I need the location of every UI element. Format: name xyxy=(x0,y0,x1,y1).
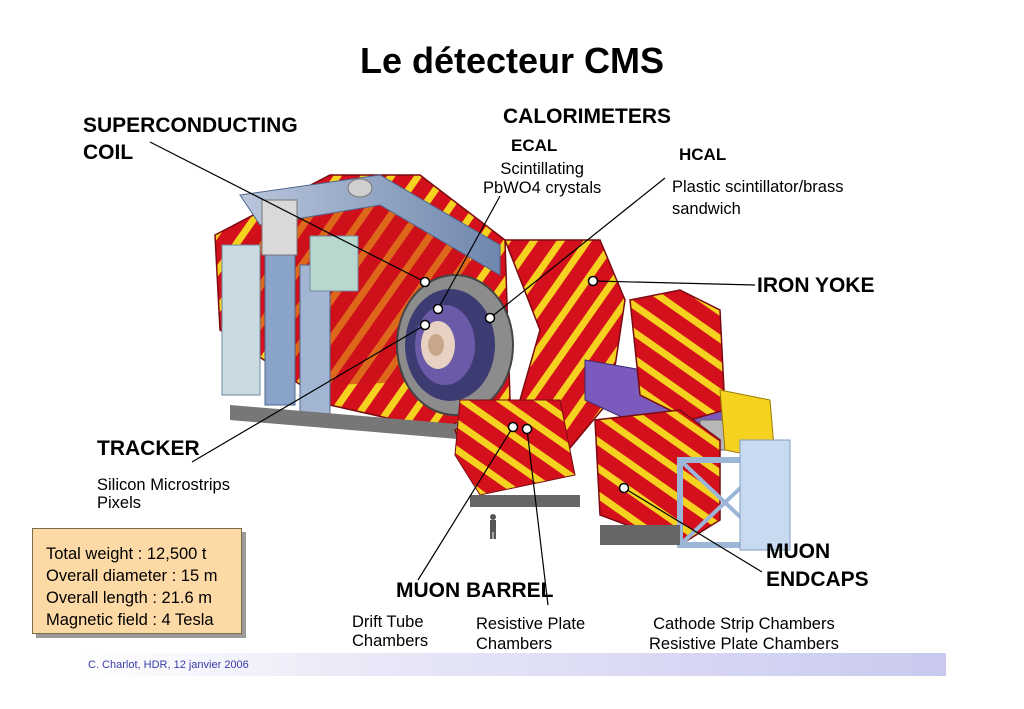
spec-length: Overall length : 21.6 m xyxy=(46,589,212,607)
central-barrel xyxy=(396,274,514,416)
coil-label: SUPERCONDUCTING COIL xyxy=(83,114,298,164)
muon-endcaps-label: MUON ENDCAPS xyxy=(766,540,869,591)
spec-field: Magnetic field : 4 Tesla xyxy=(46,611,214,629)
muon-endcap-marker xyxy=(618,482,630,494)
hcal-marker xyxy=(484,312,496,324)
tracker-label: TRACKER xyxy=(97,437,200,460)
leader-lines xyxy=(149,141,763,606)
rpc-barrel-label: Resistive Plate Chambers xyxy=(476,615,586,653)
tracker-marker xyxy=(419,319,431,331)
page-title: Le détecteur CMS xyxy=(359,40,665,81)
specs-box: Total weight : 12,500 t Overall diameter… xyxy=(32,528,242,634)
ecal-label: ECAL xyxy=(511,136,558,155)
hcal-label: HCAL xyxy=(679,145,727,164)
footer-band xyxy=(80,653,946,676)
spec-diameter: Overall diameter : 15 m xyxy=(46,567,218,585)
drift-tube-marker xyxy=(507,421,519,433)
muon-barrel-label: MUON BARREL xyxy=(396,579,554,602)
endcap-disks xyxy=(594,289,776,546)
support-structure xyxy=(221,174,501,440)
iron-yoke-label: IRON YOKE xyxy=(757,274,875,297)
csc-rpc-label: Cathode Strip Chambers Resistive Plate C… xyxy=(649,615,839,653)
hcal-description: Plastic scintillator/brass sandwich xyxy=(672,178,844,218)
person-silhouette xyxy=(490,514,496,539)
tracker-description: Silicon Microstrips Pixels xyxy=(97,476,230,512)
ecal-marker xyxy=(432,303,444,315)
calorimeters-label: CALORIMETERS xyxy=(503,105,671,128)
iron-yoke-marker xyxy=(587,275,599,287)
rpc-barrel-marker xyxy=(521,423,533,435)
ecal-description: Scintillating PbWO4 crystals xyxy=(483,160,602,197)
spec-weight: Total weight : 12,500 t xyxy=(46,545,207,563)
coil-marker xyxy=(419,276,431,288)
footer-citation: C. Charlot, HDR, 12 janvier 2006 xyxy=(88,659,249,671)
drift-tube-label: Drift Tube Chambers xyxy=(352,613,429,650)
